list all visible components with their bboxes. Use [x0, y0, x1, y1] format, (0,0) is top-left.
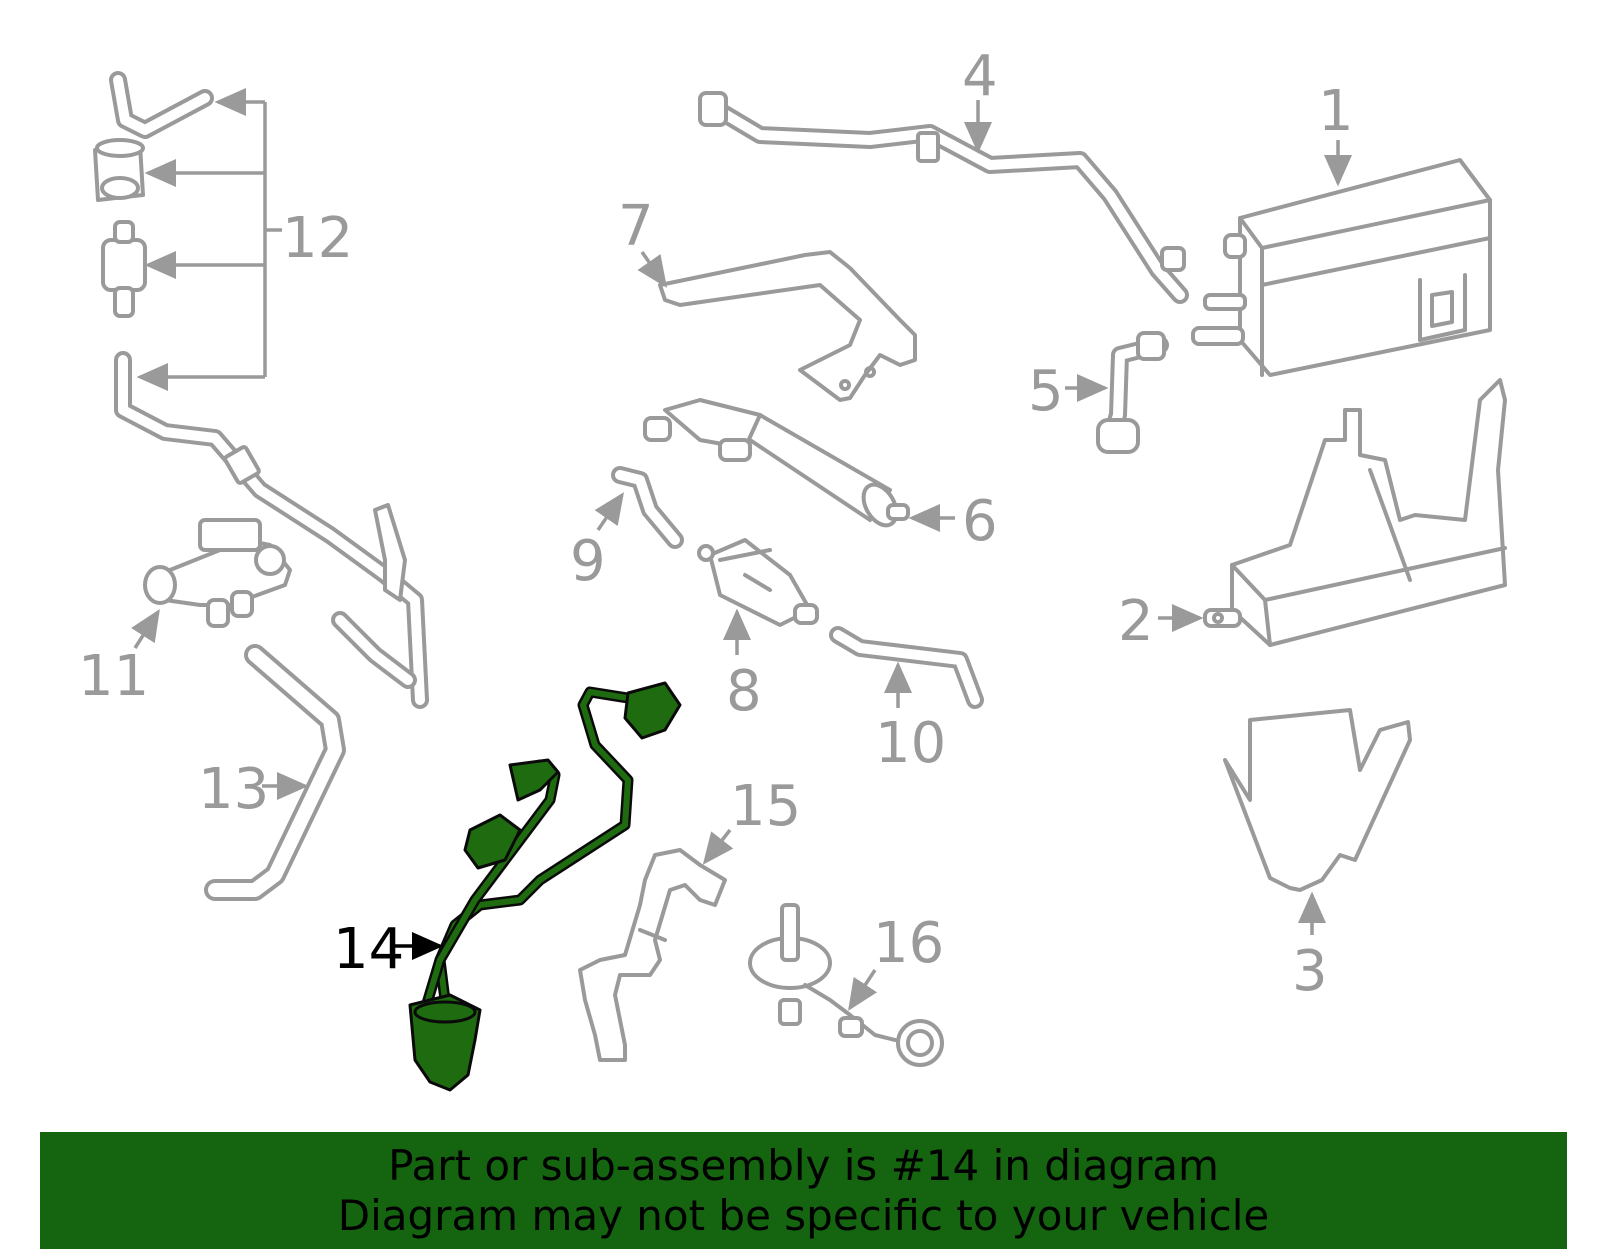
banner-line-2: Diagram may not be specific to your vehi… — [337, 1190, 1270, 1240]
callout-4: 4 — [962, 44, 998, 109]
callout-11: 11 — [78, 644, 149, 709]
callout-12: 12 — [282, 206, 353, 271]
callout-3: 3 — [1292, 939, 1328, 1004]
callout-14: 14 — [333, 917, 404, 982]
callout-8: 8 — [726, 659, 762, 724]
part-2-bracket — [1203, 378, 1507, 647]
part-15-bracket — [578, 848, 727, 1062]
part-5-elbow-hose — [1096, 331, 1169, 454]
callout-15: 15 — [730, 774, 801, 839]
part-4-vapor-pipe — [698, 91, 1189, 304]
callout-1: 1 — [1318, 79, 1354, 144]
callout-16: 16 — [873, 911, 944, 976]
callout-13: 13 — [198, 757, 269, 822]
part-9-hose — [611, 466, 684, 549]
part-14-wiring-harness — [408, 681, 682, 1092]
part-10-hose — [829, 626, 984, 709]
part-8-valve — [697, 538, 819, 627]
callout-9: 9 — [570, 529, 606, 594]
callout-5: 5 — [1028, 359, 1064, 424]
part-11-vacuum-valve — [143, 518, 292, 628]
callout-6: 6 — [962, 489, 998, 554]
part-7-bracket — [658, 250, 917, 402]
callout-2: 2 — [1118, 589, 1154, 654]
part-13-hose — [204, 644, 346, 901]
part-12-hose-kit — [93, 71, 429, 709]
part-3-shield — [1223, 708, 1412, 892]
part-6-purge-solenoid — [643, 398, 910, 528]
info-banner: Part or sub-assembly is #14 in diagram D… — [40, 1132, 1567, 1249]
callout-10: 10 — [875, 711, 946, 776]
callout-7: 7 — [618, 194, 654, 259]
banner-line-1: Part or sub-assembly is #14 in diagram — [388, 1140, 1219, 1190]
part-1-canister — [1191, 158, 1492, 377]
part-16-sensor — [748, 903, 944, 1067]
